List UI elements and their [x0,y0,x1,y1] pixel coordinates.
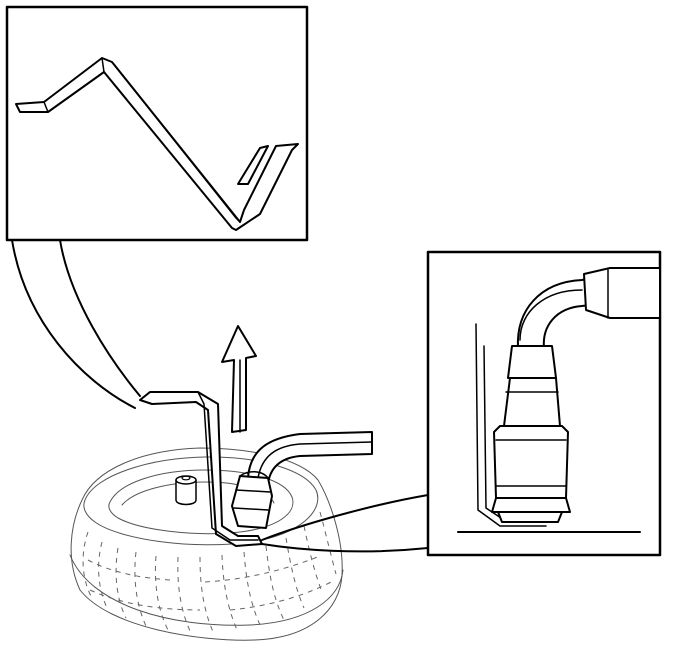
housing-tread-ribs [82,511,337,635]
leader-line-right [261,494,429,541]
main-connector [231,431,373,529]
leader-line-right-2 [261,543,429,553]
connector-detail-body [493,425,569,499]
connector-detail-flange [491,497,571,513]
housing-outer-outline [70,447,343,641]
connector-detail-neck [503,377,561,427]
main-hose [247,431,373,485]
housing-top-rim [83,456,319,546]
bracket-detail-tab [237,145,269,185]
connector-detail-wall-outer [475,323,547,527]
leader-line-top-2 [59,239,141,397]
housing [69,447,344,641]
connector-detail-sleeve [583,267,661,319]
up-arrow-icon [221,325,257,433]
main-bracket-body [139,391,263,547]
housing-inner-rim [108,469,294,535]
main-bracket-edge [197,391,259,541]
connector-detail-base [497,511,563,523]
main-connector-body [231,475,273,529]
leader-line-top [11,239,136,409]
connector-detail-collar [507,345,557,379]
main-bracket [139,391,263,547]
housing-stud [175,475,197,506]
bracket-detail-shape [15,57,299,231]
connector-detail-inset [426,250,662,557]
housing-lower-rim [69,554,344,626]
bracket-detail-inset [5,5,309,242]
